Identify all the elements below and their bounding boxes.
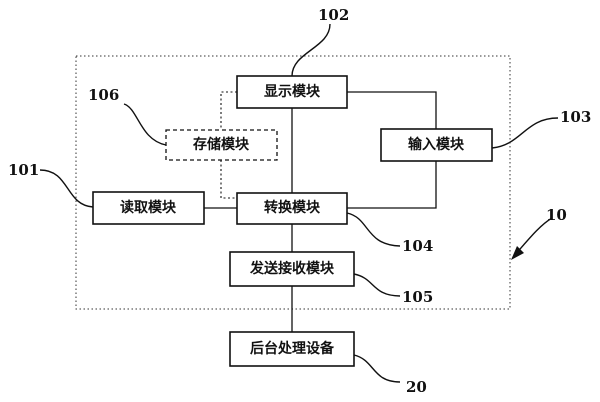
ref-20-label: 20 (406, 378, 427, 396)
connections (204, 91, 437, 332)
ref-20: 20 (353, 354, 427, 396)
ref-106: 106 (88, 86, 167, 146)
ref-104-label: 104 (402, 237, 433, 255)
ref-106-label: 106 (88, 86, 119, 104)
ref-10-arrowhead (511, 246, 524, 260)
ref-102-label: 102 (318, 6, 349, 24)
line-display-input (347, 91, 437, 129)
read-module: 读取模块 (92, 191, 205, 225)
convert-module-label: 转换模块 (264, 199, 321, 216)
backend-device-label: 后台处理设备 (250, 340, 335, 357)
display-module-label: 显示模块 (264, 83, 321, 100)
backend-device: 后台处理设备 (229, 331, 355, 367)
ref-103-label: 103 (560, 108, 591, 126)
storage-module-label: 存储模块 (193, 136, 250, 153)
storage-module: 存储模块 (165, 129, 278, 161)
ref-104: 104 (346, 212, 433, 255)
ref-103: 103 (491, 108, 591, 149)
ref-105: 105 (353, 273, 433, 306)
send-receive-module-label: 发送接收模块 (249, 260, 335, 277)
send-receive-module: 发送接收模块 (229, 251, 355, 287)
ref-101-label: 101 (8, 161, 39, 179)
ref-105-label: 105 (402, 288, 433, 306)
ref-10: 10 (511, 206, 567, 260)
read-module-label: 读取模块 (120, 199, 177, 216)
convert-module: 转换模块 (236, 192, 348, 225)
line-input-convert (347, 161, 437, 209)
input-module: 输入模块 (380, 128, 493, 162)
device-boundary (75, 55, 511, 310)
input-module-label: 输入模块 (408, 136, 465, 153)
ref-10-label: 10 (546, 206, 567, 224)
line-display-storage (220, 91, 237, 130)
display-module: 显示模块 (236, 75, 348, 109)
ref-101: 101 (8, 161, 94, 208)
ref-102: 102 (291, 6, 349, 77)
line-storage-convert (220, 160, 237, 199)
